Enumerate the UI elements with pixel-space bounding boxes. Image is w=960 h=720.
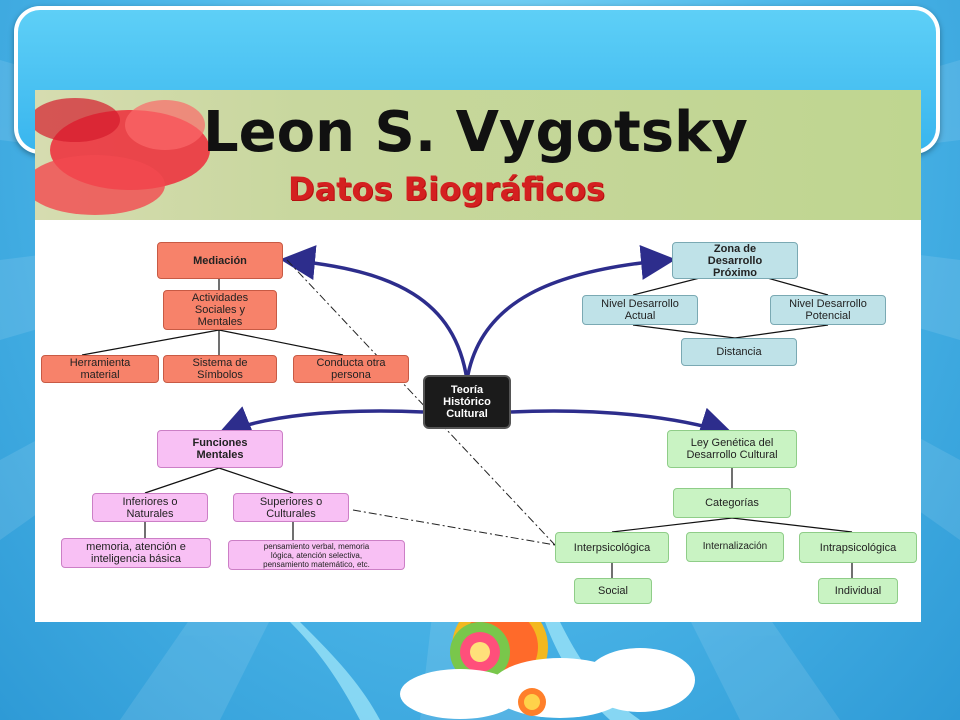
slide-subtitle: Datos Biográficos <box>288 170 605 208</box>
slide-image: Leon S. Vygotsky Datos Biográficos <box>35 90 921 622</box>
node-actividades-line3: Mentales <box>197 316 243 328</box>
node-nivel-actual-line1: Nivel Desarrollo <box>601 298 679 310</box>
node-ley-line2: Desarrollo Cultural <box>686 449 778 461</box>
node-superiores-desc-line2: lógica, atención selectiva, <box>270 550 363 560</box>
node-herramienta-line1: Herramienta <box>69 357 131 369</box>
node-superiores-line2: Culturales <box>266 507 316 520</box>
node-sistema-line1: Sistema de <box>192 357 248 369</box>
concept-map: Mediación Actividades Sociales y Mentale… <box>35 220 921 622</box>
node-center-line3: Cultural <box>446 408 488 420</box>
node-ley: Ley Genética del Desarrollo Cultural <box>667 430 797 468</box>
node-conducta-line2: persona <box>331 369 371 381</box>
node-herramienta-line2: material <box>80 369 120 381</box>
node-inferiores-line1: Inferiores o <box>122 495 178 508</box>
node-nivel-potencial: Nivel Desarrollo Potencial <box>770 295 886 325</box>
node-ley-line1: Ley Genética del <box>690 437 774 449</box>
node-social: Social <box>574 578 652 604</box>
node-nivel-actual-line2: Actual <box>624 310 656 322</box>
node-center: Teoría Histórico Cultural <box>423 375 511 429</box>
node-funciones: Funciones Mentales <box>157 430 283 468</box>
node-interpsicologica: Interpsicológica <box>555 532 669 563</box>
node-nivel-potencial-line1: Nivel Desarrollo <box>789 298 867 310</box>
node-zona-line2: Desarrollo <box>707 254 763 267</box>
node-internalizacion: Internalización <box>686 532 784 562</box>
node-funciones-line2: Mentales <box>196 449 244 461</box>
node-conducta-line1: Conducta otra <box>316 357 386 369</box>
node-inferiores-desc: memoria, atención e inteligencia básica <box>61 538 211 568</box>
red-flower-decoration <box>35 98 210 215</box>
node-inferiores-desc-line1: memoria, atención e <box>86 541 186 553</box>
node-nivel-potencial-line2: Potencial <box>805 310 851 322</box>
node-nivel-actual: Nivel Desarrollo Actual <box>582 295 698 325</box>
title-band: Leon S. Vygotsky Datos Biográficos <box>35 90 921 220</box>
node-zona-line1: Zona de <box>713 242 757 255</box>
connector-lines <box>81 245 853 578</box>
node-conducta: Conducta otra persona <box>293 355 409 383</box>
node-zona-line3: Próximo <box>712 266 757 279</box>
node-actividades-line2: Sociales y <box>194 304 246 316</box>
node-mediacion: Mediación <box>157 242 283 279</box>
node-superiores-desc-line1: pensamiento verbal, memoria <box>263 541 370 551</box>
node-superiores-desc-line3: pensamiento matemático, etc. <box>263 559 370 569</box>
bottom-decoration <box>290 622 695 720</box>
node-sistema-line2: Símbolos <box>197 369 243 381</box>
node-zona: Zona de Desarrollo Próximo <box>672 242 798 279</box>
node-superiores: Superiores o Culturales <box>233 493 349 522</box>
node-superiores-desc: pensamiento verbal, memoria lógica, aten… <box>228 540 405 570</box>
node-inferiores: Inferiores o Naturales <box>92 493 208 522</box>
node-sistema: Sistema de Símbolos <box>163 355 277 383</box>
node-distancia: Distancia <box>681 338 797 366</box>
node-individual: Individual <box>818 578 898 604</box>
node-center-line2: Histórico <box>443 396 491 408</box>
node-categorias: Categorías <box>673 488 791 518</box>
node-herramienta: Herramienta material <box>41 355 159 383</box>
node-actividades-line1: Actividades <box>191 292 249 304</box>
node-actividades: Actividades Sociales y Mentales <box>163 290 277 330</box>
node-center-line1: Teoría <box>450 384 484 396</box>
node-inferiores-desc-line2: inteligencia básica <box>91 553 181 565</box>
node-intrapsicologica: Intrapsicológica <box>799 532 917 563</box>
slide-title: Leon S. Vygotsky <box>203 100 748 165</box>
node-funciones-line1: Funciones <box>192 437 248 449</box>
node-superiores-line1: Superiores o <box>259 495 323 508</box>
node-inferiores-line2: Naturales <box>126 507 174 520</box>
